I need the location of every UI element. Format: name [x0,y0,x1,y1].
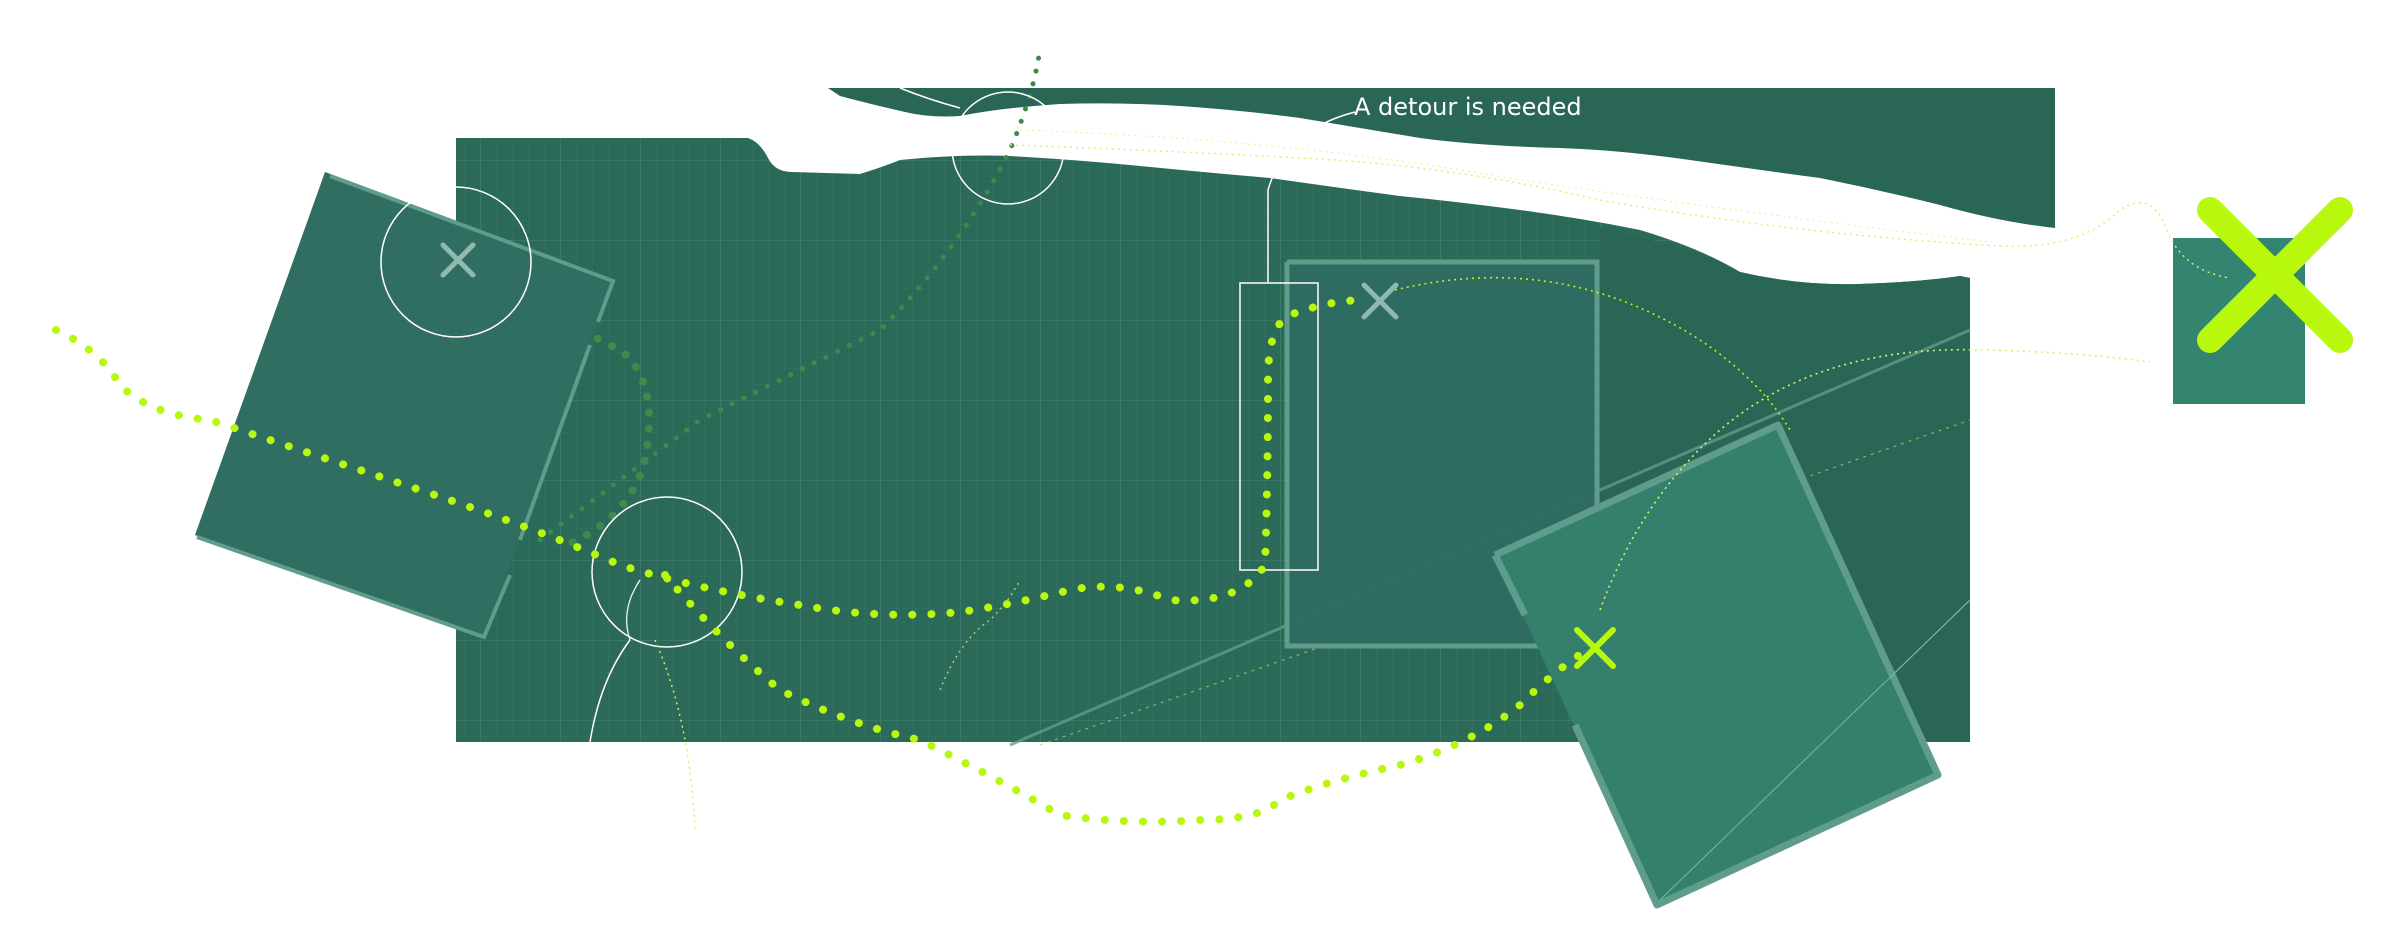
route-main [52,296,1369,619]
waypoint-frame [1239,282,1319,571]
start-marker-icon [440,242,476,278]
annotation-label: A detour is needed [1354,93,1582,121]
path-dim-up [537,45,1043,543]
zone-circle-junction [591,496,743,648]
zone-circle-start [380,186,532,338]
x-big-icon [2197,197,2353,353]
zone-circle-top [951,91,1065,205]
map-card-right [1491,421,1971,909]
target-marker-icon [1574,627,1616,669]
path-dim-left [466,266,654,552]
waypoint-marker-icon [1361,282,1399,320]
map-top-layer [828,88,2055,228]
route-detour [661,571,1594,826]
